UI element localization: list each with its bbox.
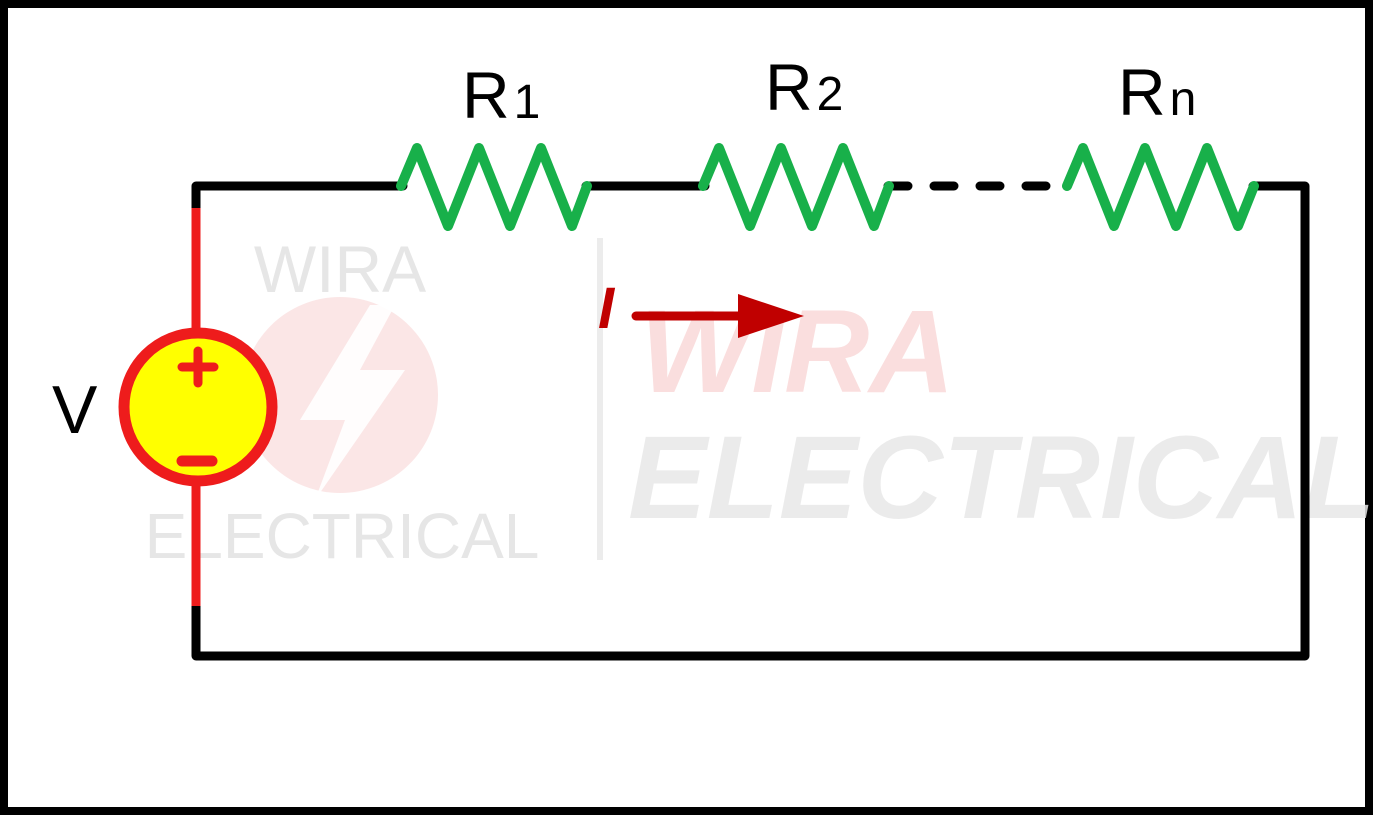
label-r2-sub: 2 (817, 68, 844, 121)
watermark-small-top: WIRA (254, 232, 426, 306)
source-circle (118, 327, 278, 487)
label-rn: Rn (1118, 55, 1196, 129)
label-voltage: V (52, 372, 98, 448)
wire-top-left (191, 181, 408, 215)
label-r2-main: R (765, 50, 813, 124)
watermark-large: WIRA ELECTRICAL (628, 286, 1373, 544)
current-label: I (598, 276, 616, 341)
label-rn-sub: n (1170, 73, 1197, 126)
watermark-large-top: WIRA (640, 286, 955, 418)
circuit-wires (191, 181, 1310, 661)
wire-right (191, 181, 1310, 661)
label-r1: R1 (462, 58, 540, 132)
resistor-r2 (698, 143, 894, 231)
watermark-lightning-icon (300, 305, 405, 500)
watermark-logo-small: WIRA ELECTRICAL (145, 232, 603, 572)
resistor-rn (1062, 143, 1259, 231)
current-arrow-head-icon (738, 294, 804, 338)
label-rn-main: R (1118, 55, 1166, 129)
watermark-small-bottom: ELECTRICAL (145, 500, 540, 572)
label-r1-main: R (462, 58, 510, 132)
label-r1-sub: 1 (514, 76, 541, 129)
current-indicator: I (598, 276, 804, 341)
resistors (396, 143, 1259, 231)
resistor-r1 (396, 143, 592, 231)
label-r2: R2 (765, 50, 843, 124)
watermark-large-bottom: ELECTRICAL (628, 412, 1373, 544)
voltage-source (118, 208, 278, 606)
plus-icon (177, 346, 219, 388)
